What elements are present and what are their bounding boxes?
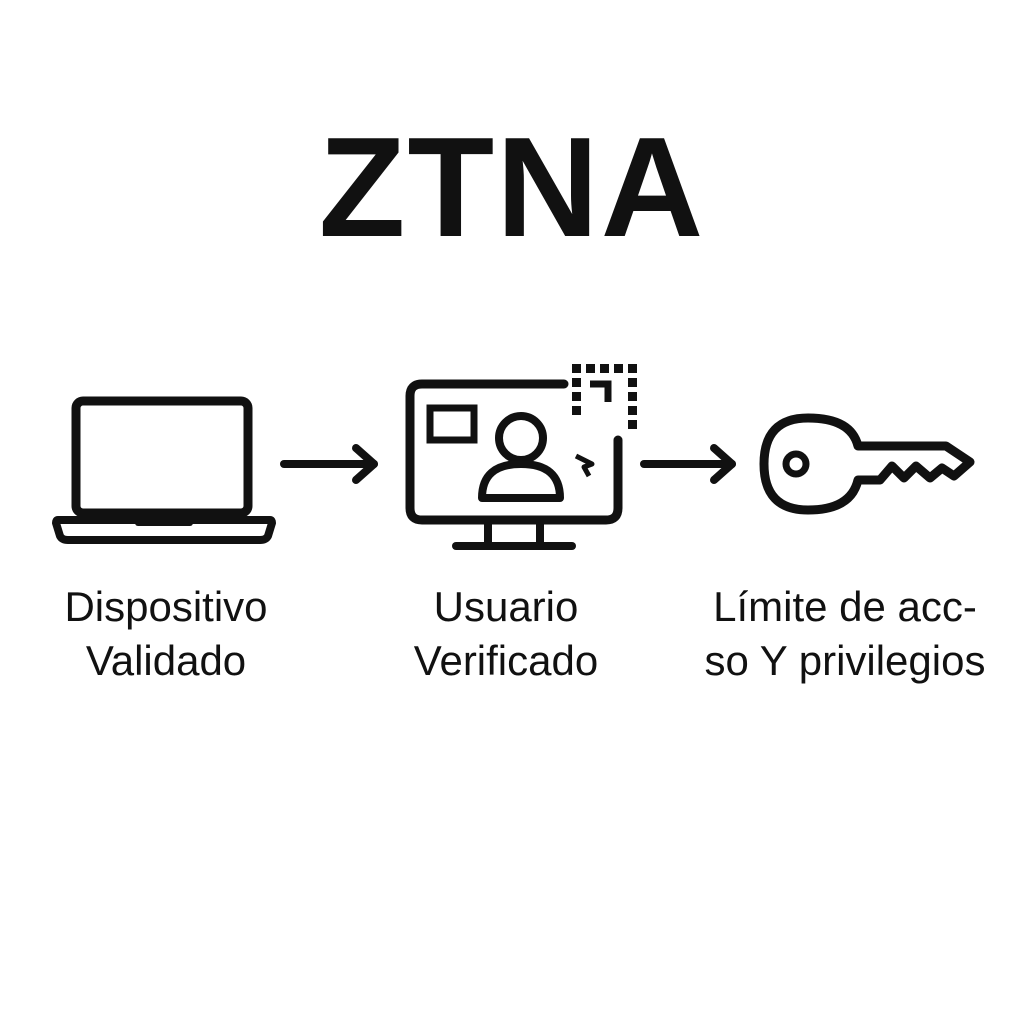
arrow-right-icon <box>280 444 378 484</box>
step-label-user: Usuario Verificado <box>413 583 599 684</box>
key-icon <box>759 413 975 515</box>
laptop-icon <box>52 396 276 544</box>
diagram-title: ZTNA <box>318 108 706 267</box>
arrow-right-icon <box>640 444 736 484</box>
step-label-access: Límite de acc- so Y privilegios <box>704 583 986 684</box>
step-label-device: Dispositivo Validado <box>64 583 268 684</box>
monitor-user-icon <box>405 364 637 550</box>
